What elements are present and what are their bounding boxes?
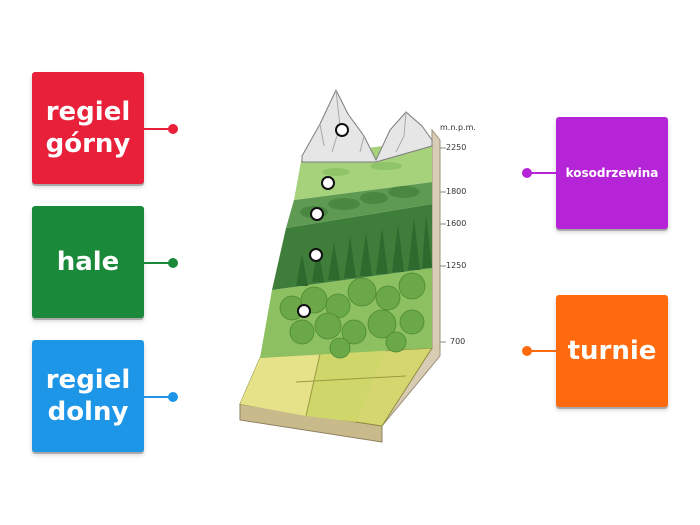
connector-dot[interactable] (168, 124, 178, 134)
drop-target-5[interactable] (297, 304, 311, 318)
label-card-regiel-gorny[interactable]: regiel górny (32, 72, 144, 184)
label-text: turnie (567, 336, 657, 366)
altitude-2250-label: 2250 (446, 143, 467, 152)
label-card-turnie[interactable]: turnie (556, 295, 668, 407)
connector-dot[interactable] (168, 392, 178, 402)
drop-target-1[interactable] (335, 123, 349, 137)
connector-hale (144, 258, 178, 268)
mountain-zones-diagram: m.n.p.m. 2250 1800 1600 1250 700 (236, 86, 480, 452)
label-text: regiel dolny (45, 365, 131, 427)
connector-kosodrzewina (522, 168, 556, 178)
drop-target-3[interactable] (310, 207, 324, 221)
label-text: hale (56, 247, 120, 277)
altitude-1800-label: 1800 (446, 187, 467, 196)
drop-target-4[interactable] (309, 248, 323, 262)
connector-turnie (522, 346, 556, 356)
label-card-kosodrzewina[interactable]: kosodrzewina (556, 117, 668, 229)
mountain-illustration (239, 88, 446, 443)
connector-regiel-dolny (144, 392, 178, 402)
altitude-1250-label: 1250 (446, 261, 467, 270)
label-card-hale[interactable]: hale (32, 206, 144, 318)
connector-dot[interactable] (168, 258, 178, 268)
altitude-1600-label: 1600 (446, 219, 467, 228)
altitude-unit-label: m.n.p.m. (440, 123, 476, 132)
label-card-regiel-dolny[interactable]: regiel dolny (32, 340, 144, 452)
label-text: regiel górny (45, 97, 131, 159)
drop-target-2[interactable] (321, 176, 335, 190)
connector-regiel-gorny (144, 124, 178, 134)
connector-dot[interactable] (522, 346, 532, 356)
label-text: kosodrzewina (565, 166, 659, 180)
connector-dot[interactable] (522, 168, 532, 178)
altitude-700-label: 700 (450, 337, 466, 346)
